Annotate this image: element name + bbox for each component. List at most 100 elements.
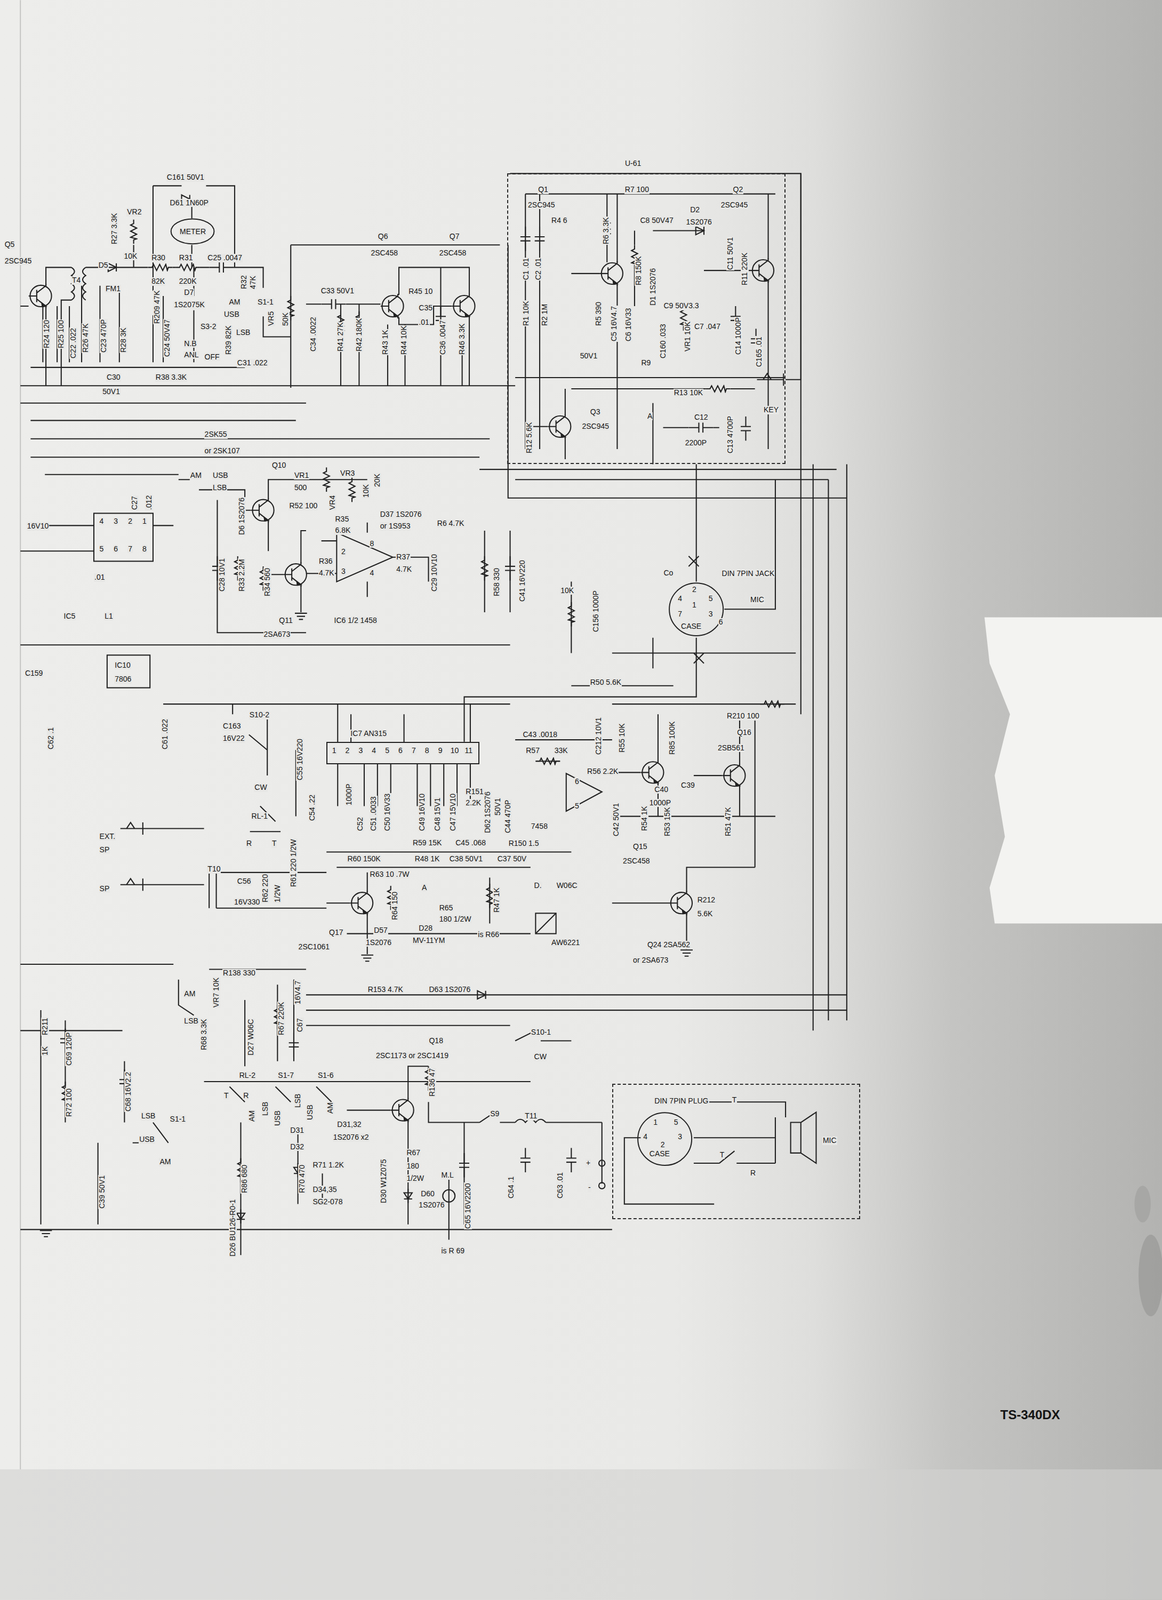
part-label: S10-2 [249, 710, 270, 719]
part-label: R24 120 [42, 319, 51, 349]
part-label: D62 1S2076 [483, 790, 492, 834]
part-label: 4 [677, 594, 683, 603]
part-label: D30 W1Z075 [379, 1158, 388, 1204]
part-label: C30 [106, 373, 122, 382]
part-label: 2SC458 [370, 249, 399, 258]
part-label: 2200P [684, 438, 708, 447]
part-label: C156 1000P [591, 589, 600, 633]
part-label: R [242, 1091, 250, 1100]
part-label: 8 [369, 539, 375, 548]
capacitor-symbol [459, 1152, 470, 1178]
part-label: OFF [204, 353, 221, 362]
part-label: R47 1K [492, 887, 501, 914]
part-label: 3 [340, 567, 347, 576]
part-label: 4 [642, 1132, 648, 1141]
part-label: 1S2076 [365, 938, 392, 947]
part-label: 7458 [530, 822, 549, 831]
part-label: D27 W06C [246, 1018, 255, 1056]
part-label: SP [99, 884, 111, 893]
part-label: LSB [212, 483, 228, 492]
part-label: 1S2076 [685, 218, 713, 227]
part-label: D63 1S2076 [428, 985, 471, 994]
part-label: VR7 10K [212, 976, 221, 1008]
part-label: R42 180K [355, 317, 364, 352]
part-label: C69 120P [65, 1031, 74, 1067]
part-label: 220K [178, 277, 198, 286]
part-label: 10K [123, 252, 138, 261]
resistor-symbol [348, 477, 355, 502]
part-label: C50 16V33 [383, 792, 392, 832]
part-label: C67 [295, 1017, 304, 1033]
part-label: IC5 [63, 612, 77, 621]
part-label: 5 [673, 1118, 679, 1127]
part-label: CW [533, 1052, 548, 1061]
part-label: R56 2.2K [586, 767, 619, 776]
part-label: 2 [660, 1140, 666, 1149]
capacitor-symbol [566, 1147, 577, 1173]
node-label: U-61 [624, 159, 642, 168]
part-label: C39 [680, 781, 696, 790]
part-label: D37 1S2076 [379, 510, 423, 519]
part-label: C6 16V33 [624, 307, 633, 342]
part-label: 2 [127, 517, 133, 526]
part-label: MIC [822, 1136, 838, 1145]
part-label: C24 50V47 [163, 318, 172, 358]
part-label: D2 [689, 205, 701, 214]
part-label: R209 47K [153, 290, 162, 325]
part-label: 3 [708, 610, 714, 619]
part-label: FM1 [105, 284, 122, 293]
part-label: TS-340DX [999, 1407, 1061, 1422]
part-label: 1 [652, 1118, 659, 1127]
resistor-symbol [759, 700, 785, 707]
part-label: R210 100 [726, 711, 760, 720]
part-label: C11 50V1 [726, 236, 735, 271]
part-label: 2.2K [465, 798, 482, 807]
part-label: LSB [261, 1100, 270, 1116]
part-label: T4 [71, 276, 82, 285]
node-label: DIN 7PIN PLUG [653, 1096, 709, 1105]
part-label: 1 [691, 600, 697, 609]
part-label: C29 10V10 [430, 553, 439, 592]
part-label: 16V330 [233, 898, 261, 907]
part-label: 6 [718, 618, 724, 627]
part-label: R13 10K [673, 388, 704, 397]
part-label: C27 [130, 495, 139, 511]
part-label: MV-11YM [412, 936, 446, 945]
part-label: AM [189, 471, 203, 480]
part-label: Q3 [589, 407, 601, 416]
part-label: D60 [420, 1189, 436, 1198]
part-label: 7 [411, 746, 417, 755]
part-label: 33K [554, 746, 569, 755]
part-label: R8 150K [634, 255, 643, 286]
part-label: VR3 [339, 469, 356, 478]
part-label: M.L [440, 1171, 454, 1180]
part-label: R4 6 [550, 216, 568, 225]
part-label: 6.8K [334, 526, 351, 535]
wire [510, 173, 801, 464]
capacitor-symbol [688, 422, 713, 433]
transistor-symbol [640, 759, 664, 785]
part-label: R36 [318, 557, 334, 566]
part-label: 47K [249, 275, 258, 290]
part-label: R27 3.3K [110, 212, 119, 245]
part-label: 3 [677, 1132, 683, 1141]
part-label: 7 [127, 545, 133, 554]
part-label: 1000P [648, 798, 672, 807]
part-label: C25 .0047 [206, 253, 243, 262]
resistor-symbol [130, 219, 137, 244]
part-label: Q6 [377, 232, 389, 241]
part-label: C212 10V1 [594, 716, 603, 756]
part-label: 2SC1173 or 2SC1419 [375, 1051, 450, 1060]
diode-symbol [236, 1208, 245, 1224]
part-label: R1 10K [522, 300, 531, 327]
part-label: C64 .1 [507, 1175, 516, 1199]
part-label: 50K [281, 311, 290, 327]
part-label: D28 [418, 924, 434, 933]
part-label: R39 82K [224, 324, 233, 355]
part-label: R70 470 [298, 1164, 307, 1194]
part-label: D32 [289, 1142, 305, 1151]
resistor-symbol [486, 883, 493, 909]
transistor-symbol [283, 562, 307, 587]
wire [624, 1101, 817, 1204]
